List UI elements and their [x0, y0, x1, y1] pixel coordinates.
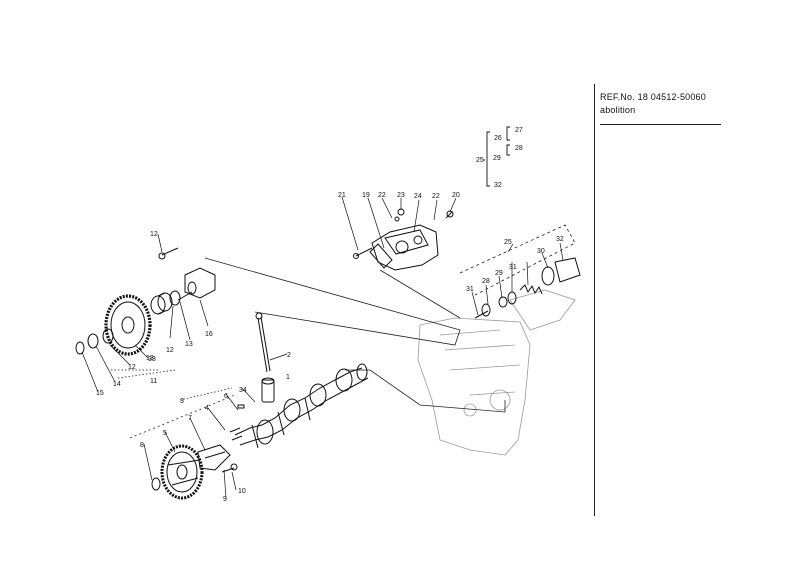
camshaft: [234, 363, 369, 449]
callout-13-low: 13: [146, 355, 154, 362]
callout-33: 33: [148, 356, 156, 363]
idler-washer-13: [169, 290, 181, 306]
reference-number: REF.No. 18 04512-50060: [600, 92, 706, 102]
reference-underline: [600, 124, 721, 125]
relief-spring: [519, 284, 543, 295]
relief-valve-cap: [541, 257, 581, 286]
callout-19: 19: [362, 192, 370, 199]
tappet: [261, 377, 275, 403]
idler-bushing: [150, 292, 173, 315]
leader-lines: [81, 196, 564, 499]
callout-24: 24: [414, 193, 422, 200]
callout-27: 27: [515, 127, 523, 134]
callout-32-parts: 32: [556, 236, 564, 243]
push-rod: [255, 312, 271, 373]
callout-25-bracket: 25: [476, 157, 484, 164]
callout-4: 4: [205, 405, 209, 412]
callout-32-bracket: 32: [494, 182, 502, 189]
callout-25-parts: 25: [504, 239, 512, 246]
pump-gasket: [369, 243, 393, 269]
callout-11: 11: [150, 378, 157, 385]
callout-labels: 1 2 3 4 5 6 7 8 9 10 11 12 12 12 13 13 1…: [96, 127, 564, 503]
gear-washer: [151, 477, 161, 491]
callout-23: 23: [397, 192, 405, 199]
camshaft-gear: [160, 444, 204, 500]
callout-29-parts: 29: [495, 270, 503, 277]
callout-21: 21: [338, 192, 346, 199]
bolt-12-top: [158, 247, 179, 260]
callout-12-low: 12: [128, 364, 136, 371]
dotted-leaders: [111, 369, 233, 401]
shaft-end: [229, 427, 243, 441]
reference-status: abolition: [600, 105, 636, 115]
callout-9: 9: [223, 496, 227, 503]
parts-group-bracket: [483, 126, 510, 187]
callout-31-right: 31: [509, 264, 517, 271]
callout-20: 20: [452, 192, 460, 199]
idler-shaft-bracket: [177, 267, 216, 301]
callout-7: 7: [188, 415, 192, 422]
callout-22-right: 22: [432, 193, 440, 200]
callout-8: 8: [140, 442, 144, 449]
callout-28-parts: 28: [482, 278, 490, 285]
callout-34: 34: [239, 387, 247, 394]
callout-13-mid: 13: [185, 341, 193, 348]
relief-washers: [474, 291, 517, 319]
callout-3: 3: [180, 398, 184, 405]
nut-23: [394, 208, 405, 222]
key-6: [237, 404, 245, 409]
callout-30: 30: [537, 248, 545, 255]
callout-12-top: 12: [150, 231, 158, 238]
pump-housing: [371, 224, 439, 271]
callout-10: 10: [238, 488, 246, 495]
vertical-divider: [594, 84, 595, 516]
callout-5: 5: [163, 430, 167, 437]
callout-28-bracket: 28: [515, 145, 523, 152]
assembly-guide-lines: [129, 224, 576, 439]
callout-15: 15: [96, 390, 104, 397]
callout-2: 2: [287, 352, 291, 359]
callout-26: 26: [494, 135, 502, 142]
callout-1: 1: [286, 374, 290, 381]
callout-22-left: 22: [378, 192, 386, 199]
callout-31-parts: 31: [466, 286, 474, 293]
engine-block-outline: [417, 289, 576, 456]
callout-29-bracket: 29: [493, 155, 501, 162]
bolt-21: [353, 247, 373, 259]
idler-gear: [104, 294, 152, 356]
reference-block: REF.No. 18 04512-50060 abolition: [600, 91, 724, 117]
bolt-20: [445, 210, 454, 219]
callout-12-mid: 12: [166, 347, 174, 354]
washers-lower: [75, 328, 114, 355]
thrust-plate: [197, 444, 231, 471]
callout-16: 16: [205, 331, 213, 338]
callout-6: 6: [224, 393, 228, 400]
callout-14: 14: [113, 381, 121, 388]
